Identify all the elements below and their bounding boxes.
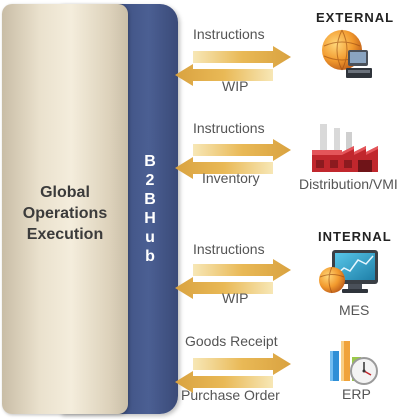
flow-1-top-label: Instructions (193, 26, 265, 42)
global-operations-title: Global Operations Execution (22, 184, 108, 243)
hub-letter: B (144, 191, 156, 208)
system-label-erp: ERP (342, 386, 371, 402)
flow-4-bottom-label: Purchase Order (181, 387, 280, 403)
flow-3-top-label: Instructions (193, 241, 265, 257)
global-operations-panel (2, 4, 128, 414)
bar-chart-clock-icon (330, 341, 378, 385)
hub-letter: b (145, 248, 155, 265)
hub-letter: B (144, 153, 156, 170)
globe-computer-icon (322, 29, 372, 78)
system-label-distribution: Distribution/VMI (299, 176, 398, 192)
flow-2-top-label: Instructions (193, 120, 265, 136)
external-header: EXTERNAL (316, 10, 395, 25)
hub-letter: 2 (145, 172, 155, 189)
system-label-mes: MES (339, 302, 370, 318)
factory-icon (312, 124, 378, 172)
hub-letter: H (144, 210, 156, 227)
monitor-globe-icon (319, 250, 378, 294)
flow-1-bottom-label: WIP (222, 78, 249, 94)
b2b-hub-label: B 2 B H u b (128, 152, 172, 266)
hub-letter: u (145, 229, 155, 246)
internal-header: INTERNAL (318, 229, 392, 244)
flow-3-bottom-label: WIP (222, 290, 249, 306)
flow-2-bottom-label: Inventory (202, 170, 260, 186)
flow-4-top-label: Goods Receipt (185, 333, 278, 349)
